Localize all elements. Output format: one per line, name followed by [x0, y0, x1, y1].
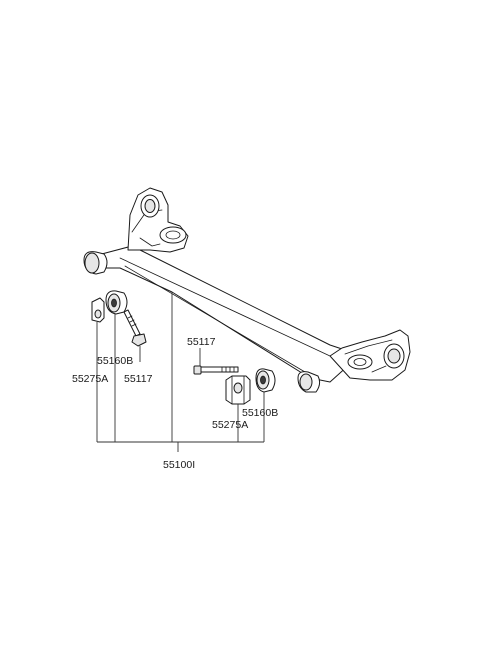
- right-washer: [225, 375, 251, 405]
- right-spindle-boss: [347, 354, 373, 370]
- label-right-washer: 55275A: [212, 419, 248, 431]
- label-left-bushing: 55160B: [97, 355, 133, 367]
- part-labels: 55160B 55275A 55117 55117 55160B 55275A …: [72, 336, 278, 471]
- right-bolt: [193, 365, 239, 375]
- label-assembly: 55100I: [163, 459, 195, 471]
- leader-lines: [96, 292, 265, 452]
- label-left-washer: 55275A: [72, 373, 108, 385]
- label-right-bolt: 55117: [187, 336, 216, 348]
- label-left-bolt: 55117: [124, 373, 153, 385]
- left-washer: [91, 297, 105, 323]
- label-right-bushing: 55160B: [242, 407, 278, 419]
- left-bushing: [105, 290, 128, 315]
- right-bushing: [255, 368, 276, 393]
- left-bolt: [123, 309, 147, 347]
- torsion-beam-axle: [83, 187, 411, 393]
- left-spindle-boss: [159, 226, 187, 244]
